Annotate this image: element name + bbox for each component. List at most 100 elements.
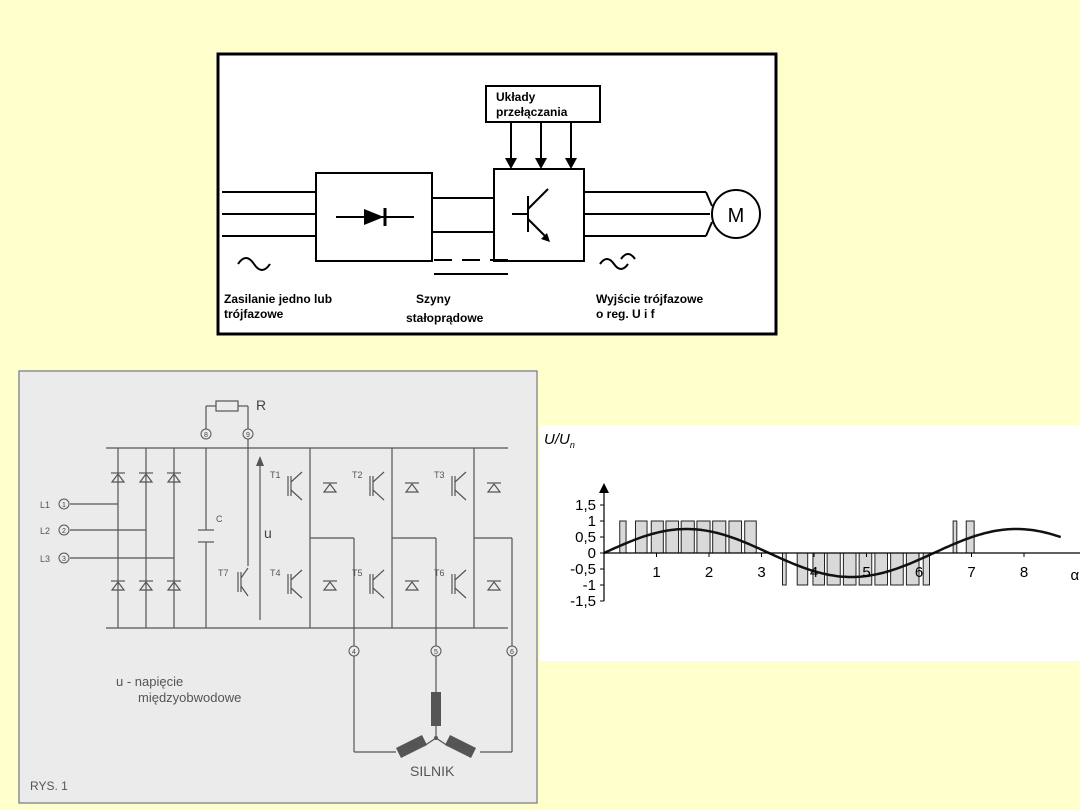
terminal-8 (200, 428, 212, 440)
block-diagram-svg: Układy przełączania M (216, 52, 778, 336)
control-arrowheads (505, 158, 577, 169)
resistor-label: R (256, 397, 266, 413)
transistor-arrow-icon (541, 233, 550, 242)
supply-label-line1: Zasilanie jedno lub (224, 292, 332, 306)
y-tick-label-1: 1 (588, 513, 596, 530)
pwm-pulse-14 (842, 552, 857, 586)
circuit-wires (70, 405, 513, 753)
terminal-9-label: 9 (246, 432, 250, 439)
transistor-t4-label: T4 (270, 568, 281, 578)
input-terminal-3 (58, 552, 70, 564)
control-arrows (510, 122, 572, 162)
dc-bus-lines (432, 197, 494, 233)
input-l2-label: L2 (40, 526, 50, 536)
y-axis-label-main: U/U (544, 431, 570, 448)
output-terminal-5-label: 5 (434, 649, 438, 656)
supply-label-line2: trójfazowe (224, 307, 284, 321)
block-diagram-panel: Układy przełączania M (216, 52, 778, 336)
input-lines (222, 191, 316, 237)
pwm-pulse-13 (826, 552, 841, 586)
input-terminal-2 (58, 524, 70, 536)
capacitor-label: C (216, 514, 223, 524)
y-tick-label-3: 0 (588, 545, 596, 562)
input-l1-label: L1 (40, 500, 50, 510)
diode-icon (336, 208, 414, 226)
inverter-block (493, 168, 585, 262)
output-label-line1: Wyjście trójfazowe (596, 292, 703, 306)
y-axis-label: U/Un (544, 431, 575, 450)
y-axis-label-sub: n (570, 440, 575, 450)
x-tick-label-3: 3 (757, 564, 765, 581)
input-l3-label: L3 (40, 554, 50, 564)
output-terminal-4-label: 4 (352, 649, 356, 656)
output-terminal-6-label: 6 (510, 649, 514, 656)
figure-label: RYS. 1 (30, 779, 68, 793)
y-tick-label-5: -1 (583, 577, 596, 594)
x-tick-label-1: 1 (652, 564, 660, 581)
output-terminal-4 (348, 645, 360, 657)
x-tick-label-4: 4 (810, 564, 818, 581)
pwm-pulse-3 (650, 520, 664, 554)
dc-bus-label-line1: Szyny (416, 292, 451, 306)
voltage-arrow-icon (256, 456, 264, 466)
control-block (485, 85, 601, 123)
circuit-frame (18, 370, 538, 804)
sine-wave-series (603, 527, 1062, 579)
igbt-switches (237, 471, 502, 599)
output-lines (584, 191, 713, 237)
input-terminal-2-label: 2 (62, 528, 66, 535)
output-label-line2: o reg. U i f (596, 307, 656, 321)
dc-bus-label-line2: stałoprądowe (406, 311, 484, 325)
circuit-svg: R 8 9 L1 L2 L3 1 2 3 C u (18, 370, 538, 804)
x-tick-label-8: 8 (1020, 564, 1028, 581)
control-label-line2: przełączania (496, 105, 568, 119)
transistor-t6-label: T6 (434, 568, 445, 578)
resistor-symbol (215, 400, 239, 412)
pwm-pulse-5 (680, 520, 695, 554)
voltage-caption-line2: międzyobwodowe (138, 690, 241, 705)
pwm-pulse-16 (874, 552, 888, 586)
output-terminal-5 (430, 645, 442, 657)
output-terminal-6 (506, 645, 518, 657)
input-terminal-1 (58, 498, 70, 510)
pwm-pulse-10 (782, 552, 787, 586)
voltage-caption-line1: u - napięcie (116, 674, 183, 689)
y-tick-label-4: -0,5 (570, 561, 596, 578)
y-tick-label-2: 0,5 (575, 529, 596, 546)
terminal-8-label: 8 (204, 432, 208, 439)
voltage-label: u (264, 525, 272, 541)
y-tick-label-0: 1,5 (575, 497, 596, 514)
circuit-panel: R 8 9 L1 L2 L3 1 2 3 C u (18, 370, 538, 804)
pwm-pulse-7 (712, 520, 727, 554)
y-tick-label-6: -1,5 (570, 593, 596, 610)
motor-caption: SILNIK (410, 763, 455, 779)
motor-symbol (711, 189, 761, 239)
motor-label: M (728, 205, 745, 227)
y-axis-arrow-icon (599, 483, 609, 493)
pwm-pulse-9 (744, 520, 757, 554)
terminal-9 (242, 428, 254, 440)
pwm-pulse-1 (619, 520, 627, 554)
control-label-line1: Układy (496, 90, 536, 104)
dc-symbol-icon (434, 259, 508, 275)
x-tick-label-6: 6 (915, 564, 923, 581)
ac-input-icon (237, 257, 271, 271)
transistor-t1-label: T1 (270, 470, 281, 480)
pwm-pulse-4 (665, 520, 680, 554)
ac-output-icon (599, 253, 636, 270)
motor-windings (396, 692, 476, 758)
x-tick-label-7: 7 (967, 564, 975, 581)
x-axis-label: α (1071, 567, 1080, 584)
pwm-pulse-20 (952, 520, 958, 554)
rectifier-diodes (110, 472, 182, 591)
transistor-t2-label: T2 (352, 470, 363, 480)
input-terminal-1-label: 1 (62, 502, 66, 509)
transistor-t3-label: T3 (434, 470, 445, 480)
x-tick-label-5: 5 (862, 564, 870, 581)
x-tick-label-2: 2 (705, 564, 713, 581)
input-terminal-3-label: 3 (62, 556, 66, 563)
transistor-t7-label: T7 (218, 568, 229, 578)
